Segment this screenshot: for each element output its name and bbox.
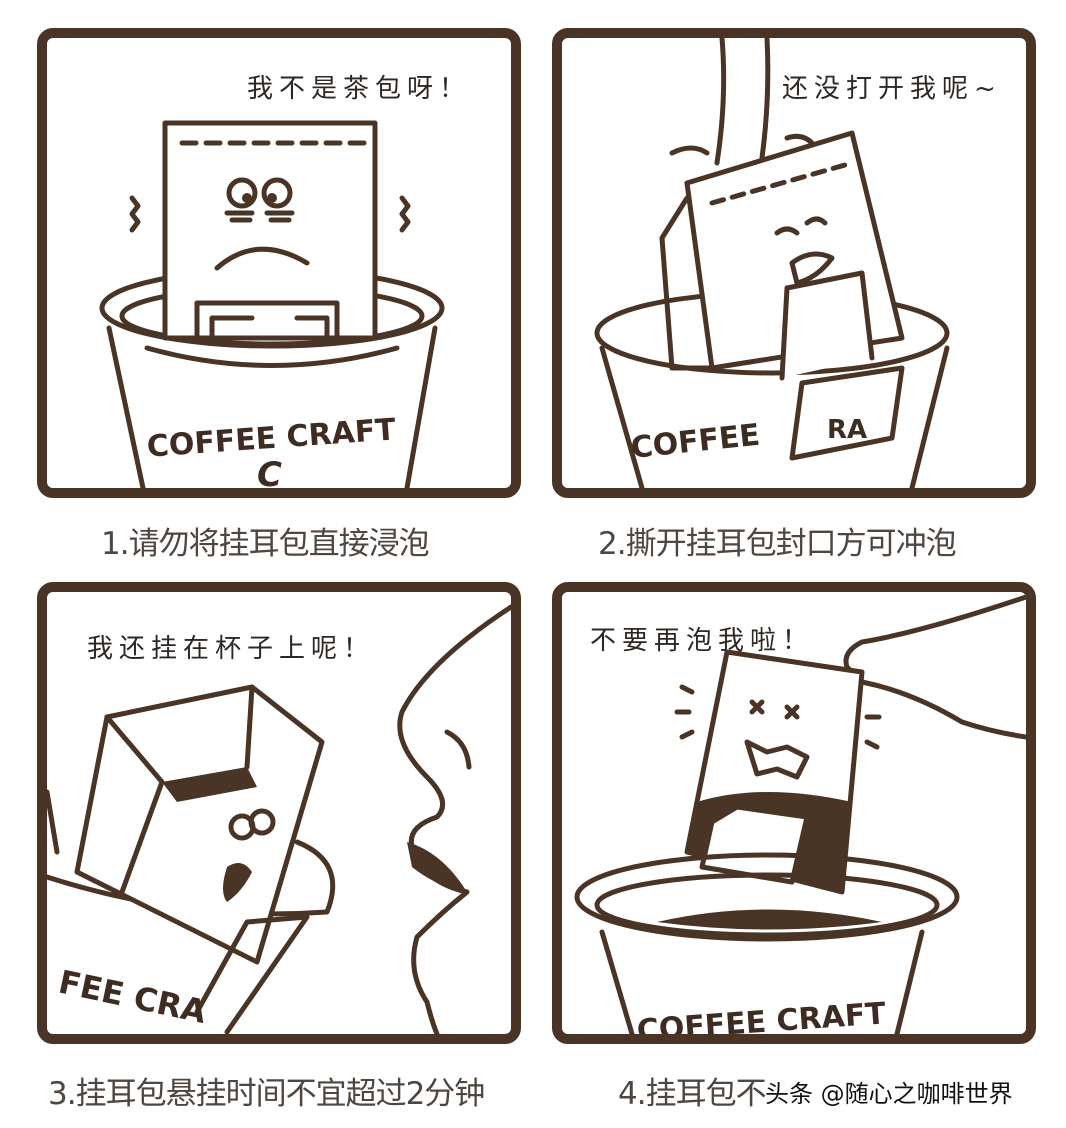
panel-1: 我不是茶包呀！ COFFEE CRAFT C <box>37 28 521 498</box>
illustration-pour-water-2: COFFEE RA <box>594 38 950 488</box>
watermark: 头条 @随心之咖啡世界 <box>765 1080 1013 1108</box>
cup-logo-1: C <box>257 455 282 488</box>
cup-brand-text-4: COFFEE CRAFT <box>636 996 888 1034</box>
panel-3: 我还挂在杯子上呢！ FEE CRA <box>37 582 521 1044</box>
illustration-bag-hanging-3: FEE CRA <box>47 604 511 1034</box>
speech-bubble-4: 不要再泡我啦！ <box>590 626 815 656</box>
panel-4: 不要再泡我啦！ COFFEE CRAFT <box>552 582 1036 1044</box>
speech-bubble-3: 我还挂在杯子上呢！ <box>87 634 376 664</box>
speech-bubble-1: 我不是茶包呀！ <box>247 74 472 104</box>
cup-brand-text-3: FEE CRA <box>55 963 209 1031</box>
speech-bubble-2: 还没打开我呢~ <box>782 74 1002 104</box>
illustration-remove-bag-4: COFFEE CRAFT <box>574 594 1026 1034</box>
cup-brand-right-2: RA <box>827 415 867 445</box>
cup-brand-left-2: COFFEE <box>629 418 761 466</box>
caption-step-2: 2.撕开挂耳包封口方可冲泡 <box>598 526 957 562</box>
illustration-drip-bag-in-cup-1: COFFEE CRAFT C <box>99 120 445 488</box>
caption-step-3: 3.挂耳包悬挂时间不宜超过2分钟 <box>48 1076 485 1112</box>
caption-step-1: 1.请勿将挂耳包直接浸泡 <box>101 526 430 562</box>
caption-step-4: 4.挂耳包不 <box>618 1076 767 1112</box>
panel-2: 还没打开我呢~ COFFEE RA <box>552 28 1036 498</box>
